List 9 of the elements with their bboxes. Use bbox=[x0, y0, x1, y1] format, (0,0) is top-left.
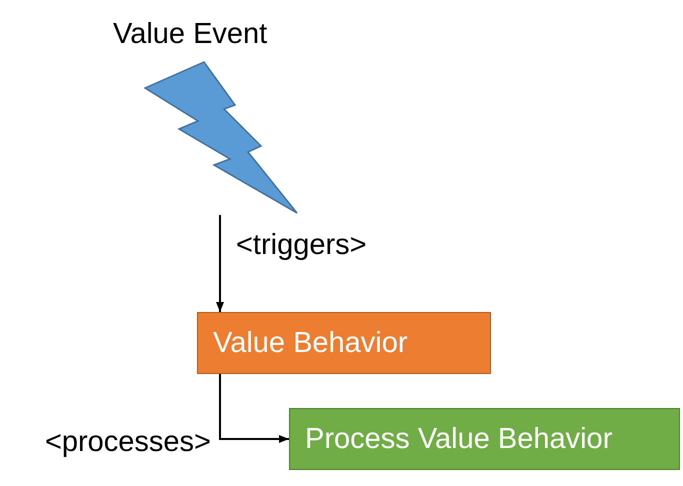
arrow bbox=[219, 374, 289, 443]
box-label: Process Value Behavior bbox=[305, 422, 612, 456]
process-box bbox=[289, 408, 680, 470]
edge-label: <triggers> bbox=[236, 228, 367, 263]
event-title: Value Event bbox=[113, 17, 268, 52]
process-box bbox=[197, 312, 491, 374]
arrow bbox=[216, 215, 224, 312]
edge-label: <processes> bbox=[44, 425, 211, 460]
box-label: Value Behavior bbox=[213, 326, 408, 360]
